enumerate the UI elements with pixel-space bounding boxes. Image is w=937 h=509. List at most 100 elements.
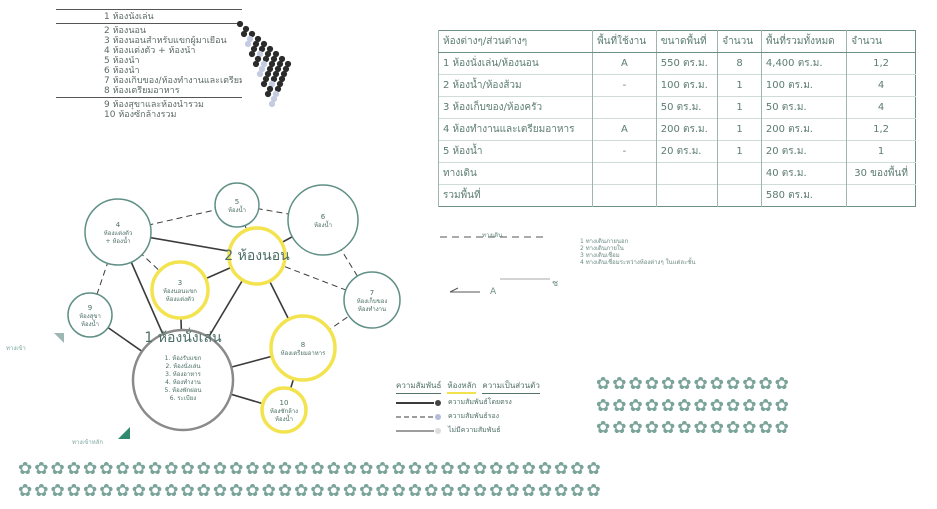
solid-line-label: A — [490, 287, 496, 297]
bubble-label: 9 — [88, 304, 92, 312]
bubble-label: ห้องเก็บของ — [357, 296, 388, 305]
table-cell: 4 — [847, 75, 916, 97]
table-cell: 2 ห้องน้ำ/ห้องส้วม — [439, 75, 593, 97]
bubble-label: ห้องซักล้าง — [270, 408, 298, 415]
table-cell: 4 — [847, 97, 916, 119]
ornament-row: ✿✿✿✿✿✿✿✿✿✿✿✿✿✿✿✿✿✿✿✿✿✿✿✿✿✿✿✿✿✿✿✿✿✿✿✿ — [18, 480, 603, 502]
bubble-n9: 9ห้องสุขาห้องน้ำ — [68, 293, 112, 337]
main-entrance-label: ทางเข้าหลัก — [72, 437, 103, 447]
matrix-dot — [261, 81, 267, 87]
bubble-label: ห้องนอนแขก — [163, 288, 197, 295]
legend-note: 1 ทางเดินภายนอก — [580, 238, 695, 245]
bubble-label: 5 — [235, 198, 239, 206]
bubble-label: 3. ห้องอาหาร — [165, 371, 201, 378]
legend-line-icon — [396, 413, 444, 421]
bubble-label: 8 — [301, 341, 305, 349]
bubble-label: 6. ระเบียง — [170, 394, 196, 402]
bubble-n5: 5ห้องน้ำ — [215, 183, 259, 227]
bubble-label: 3 — [178, 279, 182, 287]
table-header: ห้องต่างๆ/ส่วนต่างๆ — [439, 31, 593, 53]
table-cell: 1 ห้องนั่งเล่น/ห้องนอน — [439, 53, 593, 75]
bubble-n2: 2 ห้องนอน — [224, 228, 290, 284]
room-list-item: 6 ห้องน้ำ — [56, 66, 242, 76]
legend-line-icon — [396, 399, 444, 407]
table-cell — [593, 97, 657, 119]
table-cell: 20 ตร.ม. — [761, 141, 846, 163]
table-cell — [847, 185, 916, 207]
table-header: ขนาดพื้นที่ — [656, 31, 718, 53]
table-cell: 1 — [847, 141, 916, 163]
room-list-item: 9 ห้องสุขาและห้องน้ำรวม — [56, 100, 242, 110]
table-cell: 50 ตร.ม. — [656, 97, 718, 119]
matrix-dot — [257, 71, 263, 77]
divider — [56, 97, 242, 98]
matrix-dot — [265, 91, 271, 97]
table-cell: 200 ตร.ม. — [761, 119, 846, 141]
divider — [56, 9, 242, 10]
legend-header: ความสัมพันธ์ ห้องหลัก ความเป็นส่วนตัว — [396, 379, 596, 394]
entrance-label: ทางเข้า — [6, 343, 26, 353]
bubble-n7: 7ห้องเก็บของห้องทำงาน — [344, 272, 400, 328]
matrix-dot — [269, 101, 275, 107]
table-cell — [718, 185, 762, 207]
table-cell: 100 ตร.ม. — [656, 75, 718, 97]
bubble-label: 5. ห้องพักผ่อน — [165, 387, 202, 394]
bubble-label: ห้องแต่งตัว — [104, 230, 132, 237]
bubble-label: 6 — [321, 213, 326, 221]
matrix-dot — [241, 31, 247, 37]
table-cell: - — [593, 75, 657, 97]
table-cell: 3 ห้องเก็บของ/ห้องครัว — [439, 97, 593, 119]
legend-item: ความสัมพันธ์รอง — [396, 411, 596, 422]
bubble-n10: 10ห้องซักล้างห้องน้ำ — [262, 388, 306, 432]
legend-item-label: ไม่มีความสัมพันธ์ — [448, 425, 500, 436]
table-cell — [593, 163, 657, 185]
table-cell — [593, 185, 657, 207]
room-list-item: 3 ห้องนอนสำหรับแขกผู้มาเยือน — [56, 36, 242, 46]
table-cell: - — [593, 141, 657, 163]
room-list-item: 10 ห้องซักล้างรวม — [56, 110, 242, 120]
bubble-label: 1. ห้องรับแขก — [165, 355, 202, 362]
table-cell: 200 ตร.ม. — [656, 119, 718, 141]
bubble-label: ห้องทำงาน — [358, 306, 386, 313]
table-cell: 1 — [718, 97, 762, 119]
room-list-item: 4 ห้องแต่งตัว + ห้องน้ำ — [56, 46, 242, 56]
table-header: จำนวน — [718, 31, 762, 53]
legend-marker-label: ช — [552, 276, 558, 290]
table-header: พื้นที่ใช้งาน — [593, 31, 657, 53]
table-cell: ทางเดิน — [439, 163, 593, 185]
legend-header-2: ห้องหลัก — [447, 379, 476, 394]
bubble-n6: 6ห้องน้ำ — [288, 185, 358, 255]
legend-item-label: ความสัมพันธ์รอง — [448, 411, 499, 422]
ornament-line: ✿✿✿✿✿✿✿✿✿✿✿✿ — [596, 373, 926, 395]
adjacency-matrix — [228, 12, 308, 132]
table-cell: A — [593, 119, 657, 141]
bubble-label: 4. ห้องทำงาน — [165, 379, 201, 386]
legend-note: 4 ทางเดินเชื่อมระหว่างห้องต่างๆ ในแต่ละช… — [580, 259, 695, 266]
table-cell: A — [593, 53, 657, 75]
table-row: รวมพื้นที่580 ตร.ม. — [439, 185, 916, 207]
legend-header-3: ความเป็นส่วนตัว — [482, 379, 539, 394]
table-header: จำนวน — [847, 31, 916, 53]
bubble-label: ห้องสุขา — [79, 313, 101, 320]
table-cell: 1,2 — [847, 53, 916, 75]
matrix-dot — [237, 21, 243, 27]
bubble-label: ห้องแต่งตัว — [166, 296, 194, 303]
legend-line-icon — [396, 427, 444, 435]
bubble-label: 1 ห้องนั่งเล่น — [144, 328, 222, 346]
table-cell: 40 ตร.ม. — [761, 163, 846, 185]
legend-item: ไม่มีความสัมพันธ์ — [396, 425, 596, 436]
legend-note: 3 ทางเดินเชื่อม — [580, 252, 695, 259]
divider — [56, 23, 242, 24]
relationship-legend: ความสัมพันธ์ ห้องหลัก ความเป็นส่วนตัว คว… — [396, 379, 596, 436]
ornament-block: ✿✿✿✿✿✿✿✿✿✿✿✿✿✿✿✿✿✿✿✿✿✿✿✿✿✿✿✿✿✿✿✿✿✿✿✿ — [596, 373, 926, 439]
table-cell: 580 ตร.ม. — [761, 185, 846, 207]
table-cell: 50 ตร.ม. — [761, 97, 846, 119]
bubble-label: 2. ห้องนั่งเล่น — [166, 362, 201, 370]
table-cell: 1,2 — [847, 119, 916, 141]
room-list-item: 1 ห้องนั่งเล่น — [56, 12, 242, 22]
bubble-label: 2 ห้องนอน — [224, 248, 290, 264]
legend-item-label: ความสัมพันธ์โดยตรง — [448, 397, 512, 408]
room-list-item: 7 ห้องเก็บของ/ห้องทำงานและเตรียมอาหาร — [56, 76, 242, 86]
